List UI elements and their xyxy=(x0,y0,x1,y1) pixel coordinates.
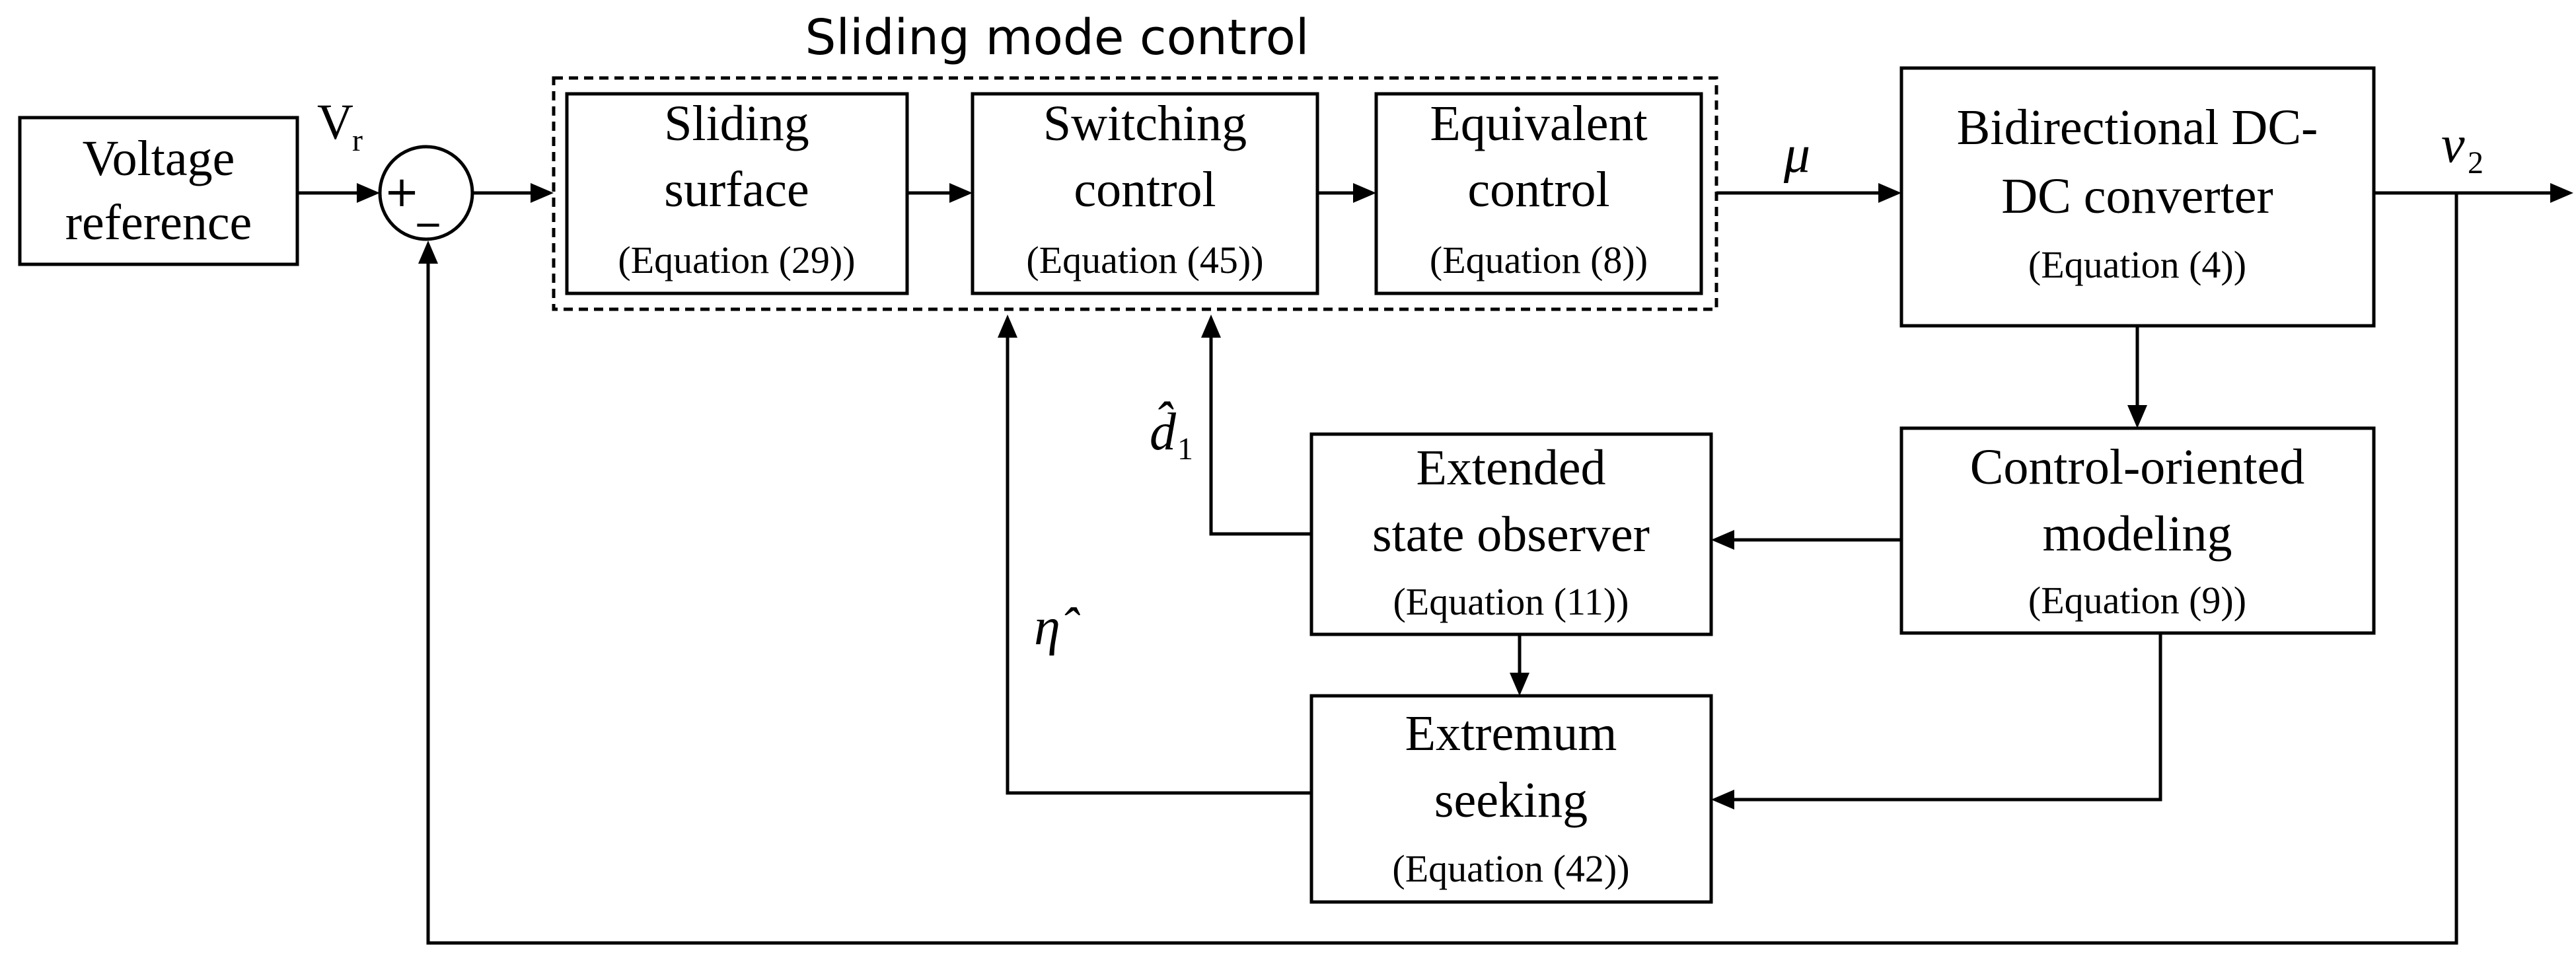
arrow-head xyxy=(2127,405,2147,428)
control-modeling-block: Control-oriented modeling (Equation (9)) xyxy=(1899,426,2376,635)
sliding-surface-line1: Sliding xyxy=(664,96,809,151)
extremum-equation: (Equation (42)) xyxy=(1392,847,1629,890)
observer-equation: (Equation (11)) xyxy=(1393,580,1629,623)
plus-sign: + xyxy=(384,168,420,217)
signal-vr-label: V r xyxy=(317,94,363,158)
v2-subscript: 2 xyxy=(2468,145,2484,180)
control-modeling-equation: (Equation (9)) xyxy=(2028,579,2246,622)
minus-sign: _ xyxy=(417,178,439,227)
extremum-line1: Extremum xyxy=(1405,706,1617,761)
control-modeling-line1: Control-oriented xyxy=(1970,439,2305,495)
equivalent-control-block: Equivalent control (Equation (8)) xyxy=(1374,92,1703,295)
summing-junction: + _ xyxy=(378,145,474,241)
vr-subscript: r xyxy=(352,123,363,158)
voltage-reference-line1: Voltage xyxy=(83,131,235,186)
arrow-head xyxy=(949,183,973,203)
voltage-reference-block: Voltage reference xyxy=(18,116,299,266)
extremum-block: Extremum seeking (Equation (42)) xyxy=(1309,694,1713,904)
observer-block: Extended state observer (Equation (11)) xyxy=(1309,432,1713,636)
arrow-head xyxy=(531,183,554,203)
arrow-head xyxy=(1711,530,1734,550)
arrow-head xyxy=(2550,183,2573,203)
observer-line1: Extended xyxy=(1416,440,1605,496)
arrow-head xyxy=(1711,790,1734,809)
d1-hat-symbol: d̂ xyxy=(1150,402,1177,461)
d1-hat-subscript: 1 xyxy=(1177,432,1193,467)
arrow-head xyxy=(1201,315,1221,338)
switching-control-line2: control xyxy=(1074,162,1216,217)
converter-equation: (Equation (4)) xyxy=(2028,243,2246,286)
arrow-head xyxy=(418,241,438,264)
signal-mu-label: μ xyxy=(1783,126,1810,184)
switching-control-line1: Switching xyxy=(1043,96,1247,151)
signal-d1-hat-label: d̂ 1 xyxy=(1150,402,1193,467)
v2-symbol: v xyxy=(2441,116,2465,174)
converter-line2: DC converter xyxy=(2001,169,2273,224)
vr-symbol: V xyxy=(317,94,353,150)
switching-control-block: Switching control (Equation (45)) xyxy=(971,92,1319,295)
signal-v2-label: v 2 xyxy=(2441,116,2484,180)
control-modeling-line2: modeling xyxy=(2042,506,2232,562)
converter-line1: Bidirectional DC- xyxy=(1957,100,2318,155)
extremum-line2: seeking xyxy=(1434,772,1588,828)
arrow-head xyxy=(1510,673,1529,696)
arrow-head xyxy=(1353,183,1376,203)
sliding-mode-control-title: Sliding mode control xyxy=(805,9,1309,66)
sliding-surface-block: Sliding surface (Equation (29)) xyxy=(565,92,909,295)
voltage-reference-line2: reference xyxy=(65,195,252,250)
switching-control-equation: (Equation (45)) xyxy=(1026,239,1263,282)
signal-eta-hat-label: η̂ xyxy=(1034,598,1080,656)
equivalent-control-line1: Equivalent xyxy=(1430,96,1647,151)
observer-line2: state observer xyxy=(1372,507,1650,562)
arrow-head xyxy=(998,315,1017,338)
signal-wires xyxy=(297,183,2573,945)
equivalent-control-equation: (Equation (8)) xyxy=(1430,239,1648,282)
arrow-head xyxy=(1878,183,1901,203)
arrow-head xyxy=(357,183,380,203)
sliding-surface-equation: (Equation (29)) xyxy=(618,239,855,282)
equivalent-control-line2: control xyxy=(1467,162,1609,217)
sliding-surface-line2: surface xyxy=(664,162,809,217)
converter-block: Bidirectional DC- DC converter (Equation… xyxy=(1899,66,2376,328)
